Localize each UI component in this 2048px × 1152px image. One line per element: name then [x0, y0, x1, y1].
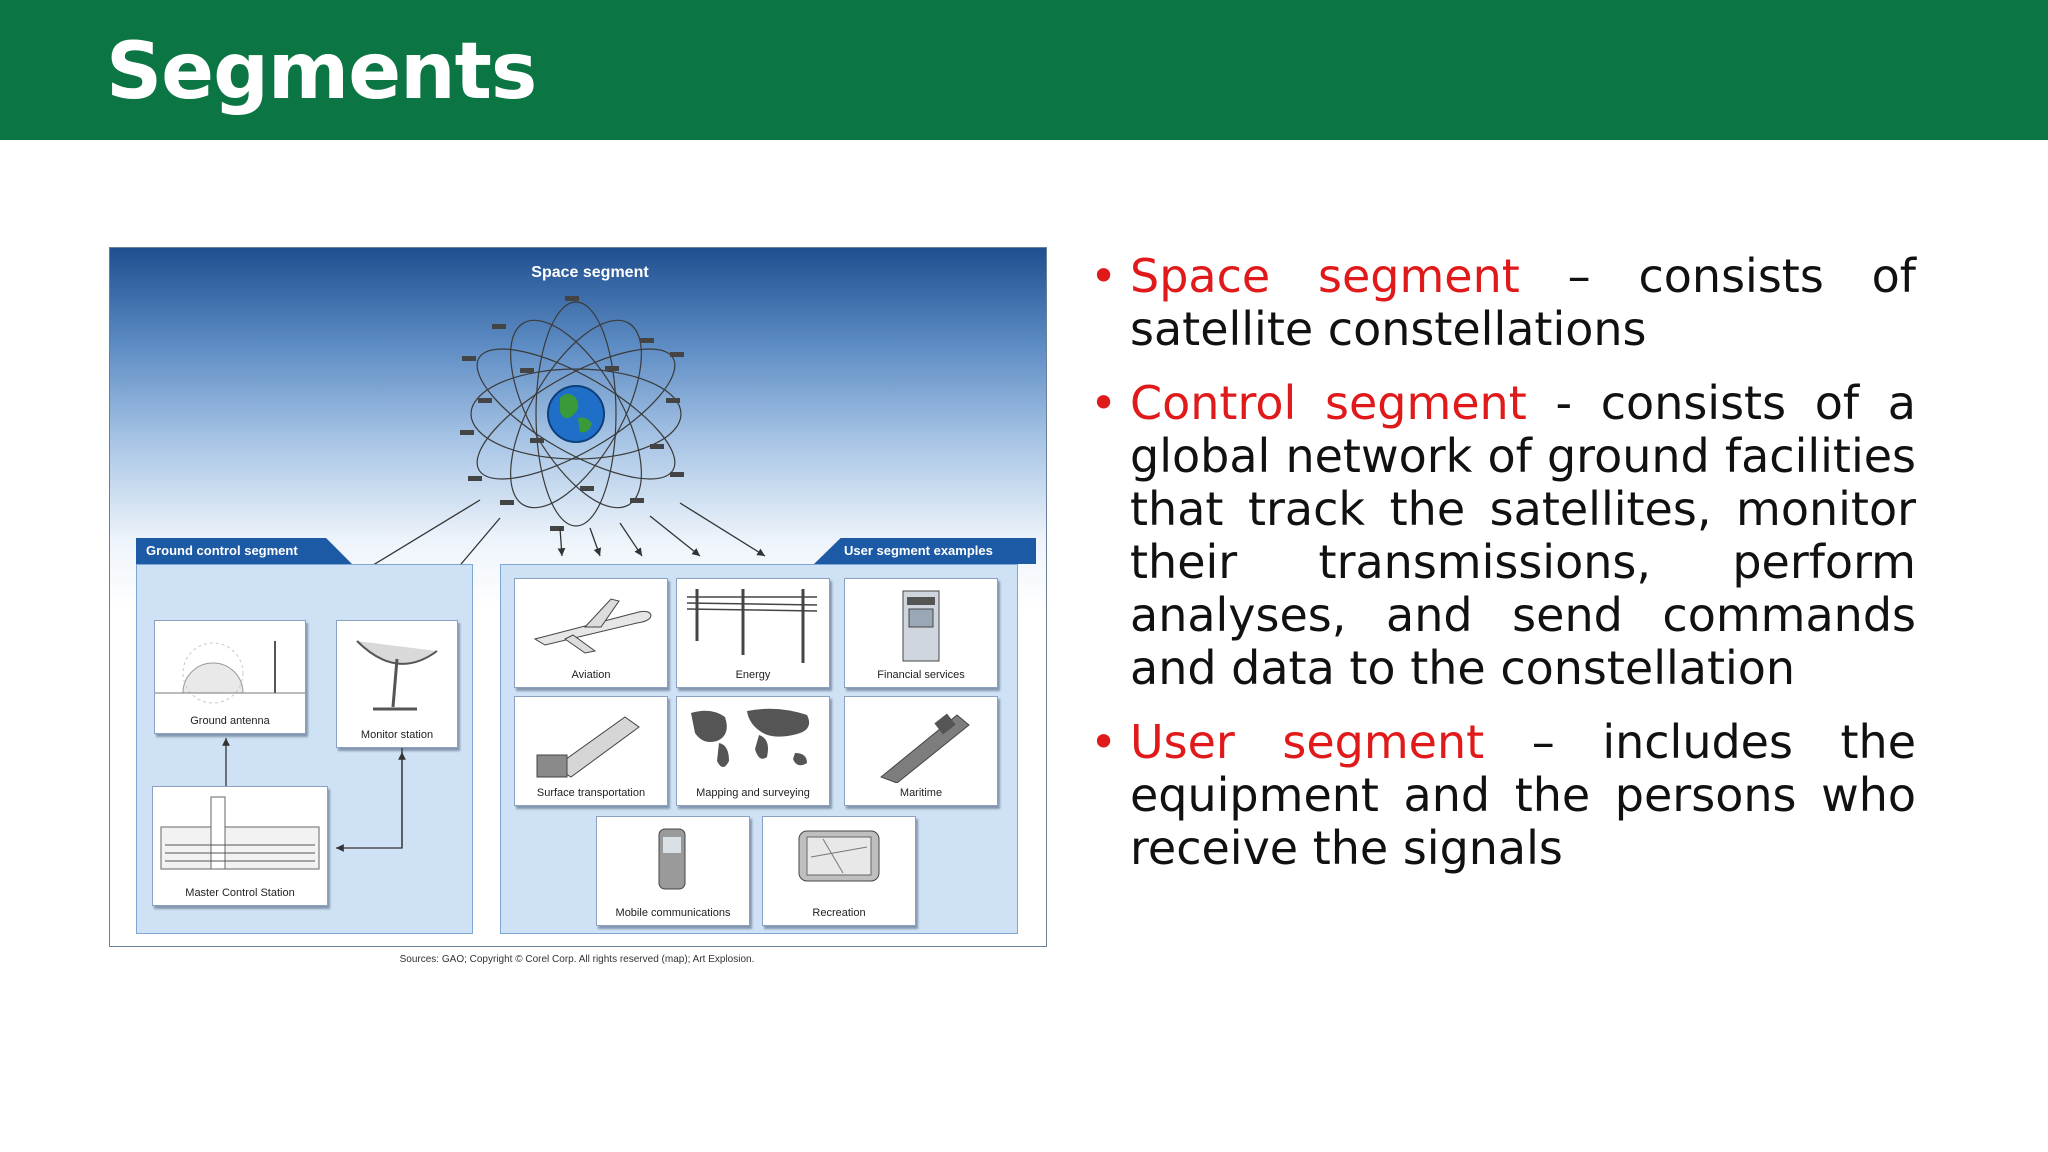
- user-segment-tab: User segment examples: [814, 538, 1036, 564]
- gps-device-icon: [798, 830, 880, 882]
- bullet-dot: •: [1090, 376, 1118, 430]
- ground-control-tab: Ground control segment: [136, 538, 352, 564]
- space-segment-label: Space segment: [531, 264, 649, 281]
- surface-transportation-card: Surface transportation: [514, 696, 668, 806]
- truck-icon: [536, 716, 640, 778]
- ground-antenna-label: Ground antenna: [190, 715, 270, 727]
- bullet-term: Space segment: [1130, 249, 1520, 303]
- title-bar: Segments: [0, 0, 2048, 140]
- financial-services-card: Financial services: [844, 578, 998, 688]
- mapping-surveying-card: Mapping and surveying: [676, 696, 830, 806]
- ship-icon: [880, 713, 970, 783]
- bullet-list: •Space segment – consists of satellite c…: [1090, 250, 1916, 896]
- recreation-card: Recreation: [762, 816, 916, 926]
- mapping-surveying-label: Mapping and surveying: [696, 787, 810, 799]
- maritime-label: Maritime: [899, 787, 943, 799]
- bullet-term: Control segment: [1130, 376, 1527, 430]
- bullet-dot: •: [1090, 715, 1118, 769]
- figure-source-caption: Sources: GAO; Copyright © Corel Corp. Al…: [399, 954, 755, 965]
- energy-label: Energy: [735, 669, 771, 681]
- bullet-text: - consists of a global network of ground…: [1130, 376, 1916, 695]
- atm-icon: [902, 590, 940, 662]
- bullet-text: – includes the equipment and the persons…: [1130, 715, 1916, 875]
- financial-services-label: Financial services: [877, 669, 965, 681]
- dish-antenna-icon: [356, 640, 438, 711]
- monitor-station-card: Monitor station: [336, 620, 458, 748]
- bullet-dot: •: [1090, 249, 1118, 303]
- monitor-station-label: Monitor station: [360, 729, 434, 741]
- ground-links: [222, 738, 406, 852]
- maritime-card: Maritime: [844, 696, 998, 806]
- ground-antenna-card: Ground antenna: [154, 620, 306, 734]
- energy-card: Energy: [676, 578, 830, 688]
- radome-icon: [155, 641, 305, 704]
- slide-title: Segments: [106, 27, 537, 117]
- master-control-station-label: Master Control Station: [185, 887, 295, 899]
- aviation-card: Aviation: [514, 578, 668, 688]
- mobile-communications-label: Mobile communications: [615, 907, 731, 919]
- bullet-text: – consists of satellite constellations: [1130, 249, 1916, 356]
- building-icon: [160, 796, 320, 870]
- bullet-term: User segment: [1130, 715, 1485, 769]
- master-control-station-card: Master Control Station: [152, 786, 328, 906]
- bullet-control-segment: •Control segment - consists of a global …: [1090, 377, 1916, 695]
- bullet-user-segment: •User segment – includes the equipment a…: [1090, 716, 1916, 875]
- mobile-communications-card: Mobile communications: [596, 816, 750, 926]
- power-lines-icon: [686, 589, 818, 663]
- world-map-icon: [691, 708, 810, 767]
- bullet-space-segment: •Space segment – consists of satellite c…: [1090, 250, 1916, 356]
- gps-segments-diagram: Space segment Ground control segment Gro…: [109, 247, 1047, 947]
- aviation-label: Aviation: [571, 669, 611, 681]
- surface-transportation-label: Surface transportation: [536, 787, 646, 799]
- airplane-icon: [533, 598, 652, 654]
- recreation-label: Recreation: [812, 907, 866, 919]
- mobile-phone-icon: [658, 828, 686, 890]
